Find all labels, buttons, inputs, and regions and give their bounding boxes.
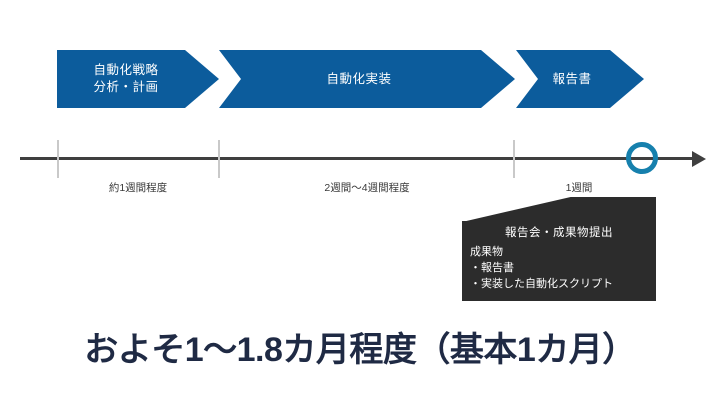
callout-body bbox=[462, 221, 656, 301]
list-item: 成果物 bbox=[470, 246, 503, 258]
axis-tick bbox=[513, 140, 515, 178]
list-item: ・報告書 bbox=[470, 261, 514, 274]
phase-chevron-label: 自動化実装 bbox=[326, 71, 392, 86]
timeline-arrow-icon bbox=[692, 150, 706, 167]
phase-duration-report: 1週間 bbox=[565, 182, 593, 194]
deliverables-callout: 報告会・成果物提出 成果物 ・報告書 ・実装した自動化スクリプト bbox=[462, 197, 656, 301]
callout-title: 報告会・成果物提出 bbox=[505, 227, 613, 239]
milestone-circle-icon[interactable] bbox=[626, 142, 658, 174]
axis-tick bbox=[57, 140, 59, 178]
callout-deliverables-list: 成果物 ・報告書 ・実装した自動化スクリプト bbox=[470, 245, 613, 293]
total-duration-headline: およそ1〜1.8カ月程度（基本1カ月） bbox=[84, 331, 636, 369]
callout-pointer-tab bbox=[462, 197, 656, 222]
phase-chevron-label: 報告書 bbox=[552, 71, 592, 86]
phase-chevron-label: 自動化戦略 分析・計画 bbox=[93, 63, 159, 94]
phase-duration-analysis-planning: 約1週間程度 bbox=[108, 182, 168, 194]
timeline-axis-line bbox=[20, 157, 700, 160]
phase-chevron-analysis-planning[interactable]: 自動化戦略 分析・計画 bbox=[57, 50, 219, 108]
phase-duration-implementation: 2週間〜4週間程度 bbox=[324, 182, 410, 194]
axis-tick bbox=[218, 140, 220, 178]
phase-chevron-report[interactable]: 報告書 bbox=[516, 50, 644, 108]
list-item: ・実装した自動化スクリプト bbox=[470, 277, 613, 290]
phase-chevron-implementation[interactable]: 自動化実装 bbox=[219, 50, 515, 108]
